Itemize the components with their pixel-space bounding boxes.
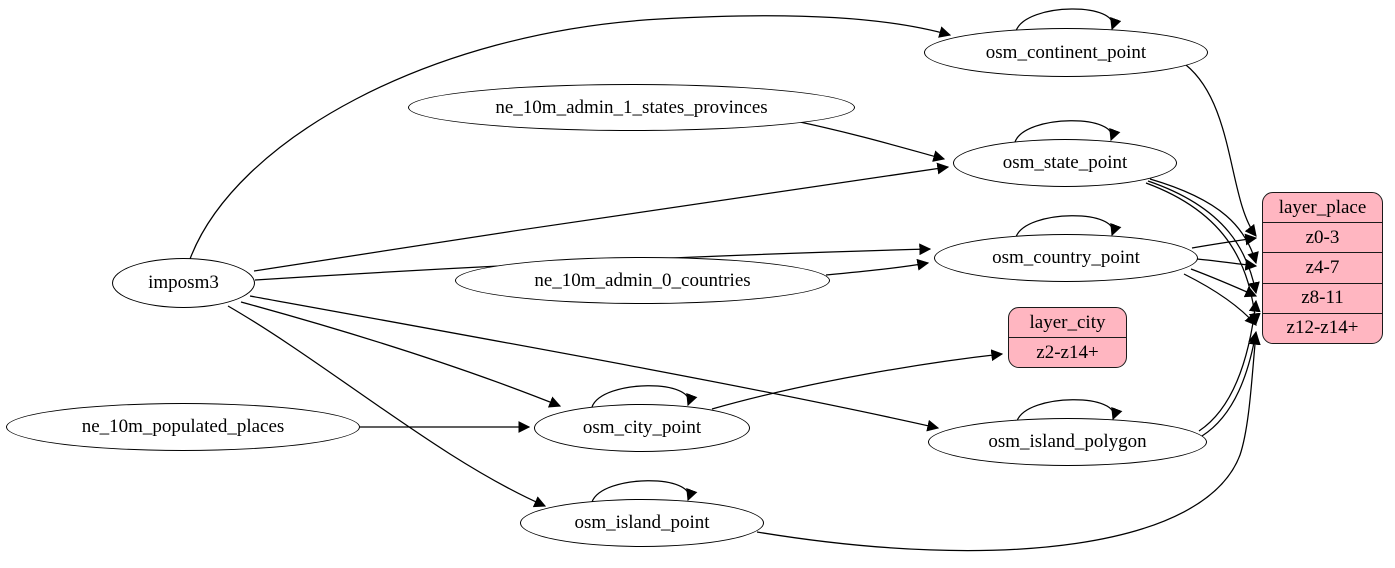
node-label: osm_island_point [574, 512, 710, 533]
record-row-z12-z14: z12-z14+ [1263, 312, 1382, 343]
node-imposm3: imposm3 [112, 258, 255, 308]
node-label: ne_10m_populated_places [81, 416, 285, 437]
edge-state-z4 [1149, 178, 1259, 265]
node-label: osm_continent_point [985, 41, 1147, 63]
selfloop-island-polygon [1016, 399, 1123, 422]
edge-island-point-z12 [756, 332, 1261, 552]
edge-city-layercity [711, 349, 1004, 410]
edge-state-z12 [1145, 182, 1261, 326]
node-osm-city-point: osm_city_point [534, 404, 750, 452]
edge-imposm3-continent [189, 15, 952, 260]
record-layer-place: layer_place z0-3 z4-7 z8-11 z12-z14+ [1262, 192, 1383, 344]
edge-country-z4 [1196, 258, 1258, 271]
edge-continent-z0 [1185, 64, 1257, 237]
record-header: layer_city [1029, 311, 1106, 333]
record-row-z2-z14: z2-z14+ [1009, 337, 1126, 367]
node-ne-10m-populated-places: ne_10m_populated_places [6, 403, 360, 451]
node-label: osm_city_point [582, 417, 702, 438]
record-row-z8-11: z8-11 [1263, 282, 1382, 313]
node-osm-island-point: osm_island_point [520, 499, 764, 547]
edge-ne0-country [825, 258, 930, 276]
record-header: layer_place [1278, 196, 1367, 218]
edge-imposm3-city [240, 301, 562, 408]
selfloop-continent [1015, 8, 1122, 32]
node-label: ne_10m_admin_1_states_provinces [495, 96, 768, 118]
edge-country-z0 [1191, 233, 1258, 249]
edge-imposm3-island-polygon [249, 295, 940, 432]
node-ne-10m-admin-0-countries: ne_10m_admin_0_countries [455, 257, 830, 304]
node-osm-island-polygon: osm_island_polygon [928, 418, 1207, 466]
selfloop-state [1014, 120, 1121, 143]
selfloop-city [591, 385, 698, 408]
record-row-z4-7: z4-7 [1263, 252, 1382, 282]
node-osm-country-point: osm_country_point [934, 234, 1198, 282]
node-label: osm_island_polygon [988, 431, 1147, 452]
edge-imposm3-state [253, 162, 950, 272]
node-ne-10m-admin-1-states-provinces: ne_10m_admin_1_states_provinces [408, 84, 855, 131]
edge-imposm3-island-point [227, 305, 547, 508]
record-row-z0-3: z0-3 [1263, 222, 1382, 252]
node-label: imposm3 [148, 272, 219, 293]
edge-state-z8 [1147, 180, 1260, 295]
selfloop-island-point [591, 480, 698, 503]
selfloop-country [1015, 215, 1122, 238]
node-osm-state-point: osm_state_point [953, 139, 1177, 187]
edge-country-z12 [1183, 273, 1257, 326]
node-label: osm_state_point [1002, 152, 1128, 173]
edge-island-polygon-z12 [1201, 330, 1261, 437]
node-label: ne_10m_admin_0_countries [534, 269, 751, 291]
node-label: osm_country_point [992, 247, 1140, 268]
record-layer-city: layer_city z2-z14+ [1008, 307, 1127, 368]
edge-ne1-state [799, 121, 946, 162]
node-osm-continent-point: osm_continent_point [924, 28, 1208, 77]
